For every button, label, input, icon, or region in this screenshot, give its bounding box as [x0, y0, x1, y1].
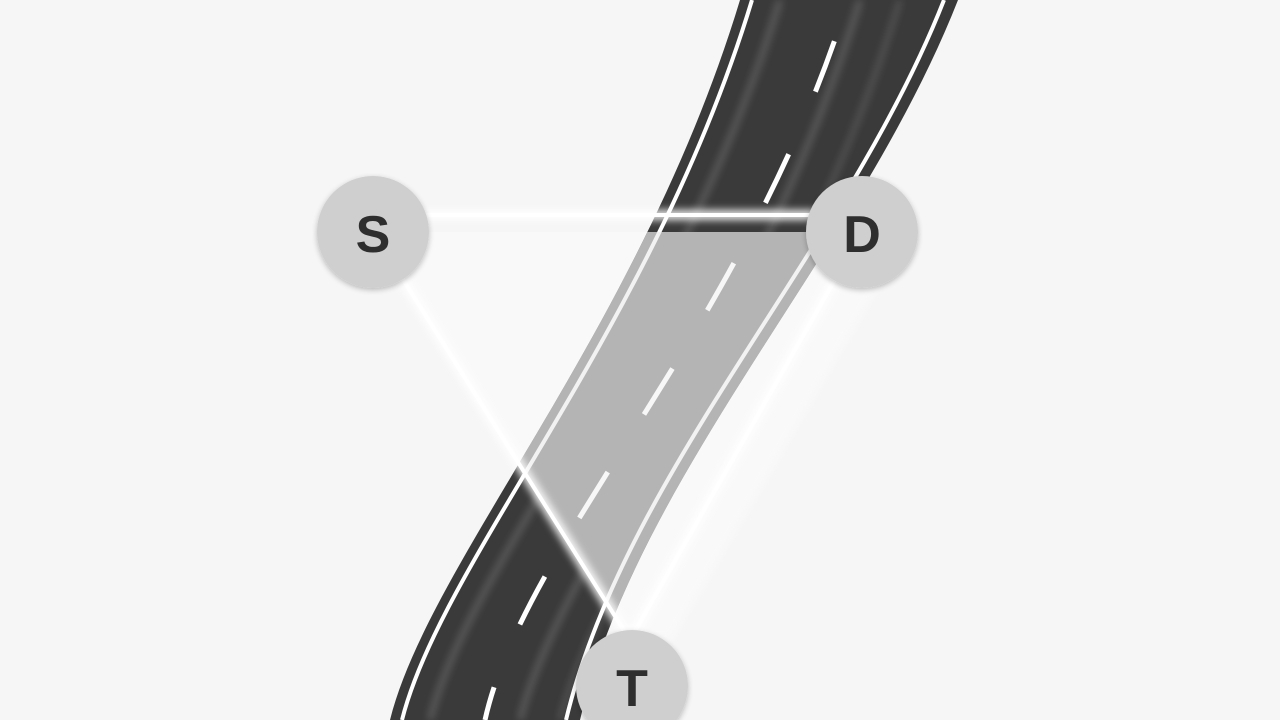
- node-d: D: [806, 176, 918, 288]
- node-t-label: T: [616, 660, 648, 718]
- node-s: S: [317, 176, 429, 288]
- node-t: T: [576, 630, 688, 720]
- edge-s-t: [371, 230, 632, 642]
- node-s-label: S: [356, 206, 391, 264]
- dt-edge-glow-band: [630, 232, 900, 640]
- node-d-label: D: [843, 206, 881, 264]
- triangle-edges: [368, 210, 867, 643]
- edge-d-t: [628, 231, 864, 641]
